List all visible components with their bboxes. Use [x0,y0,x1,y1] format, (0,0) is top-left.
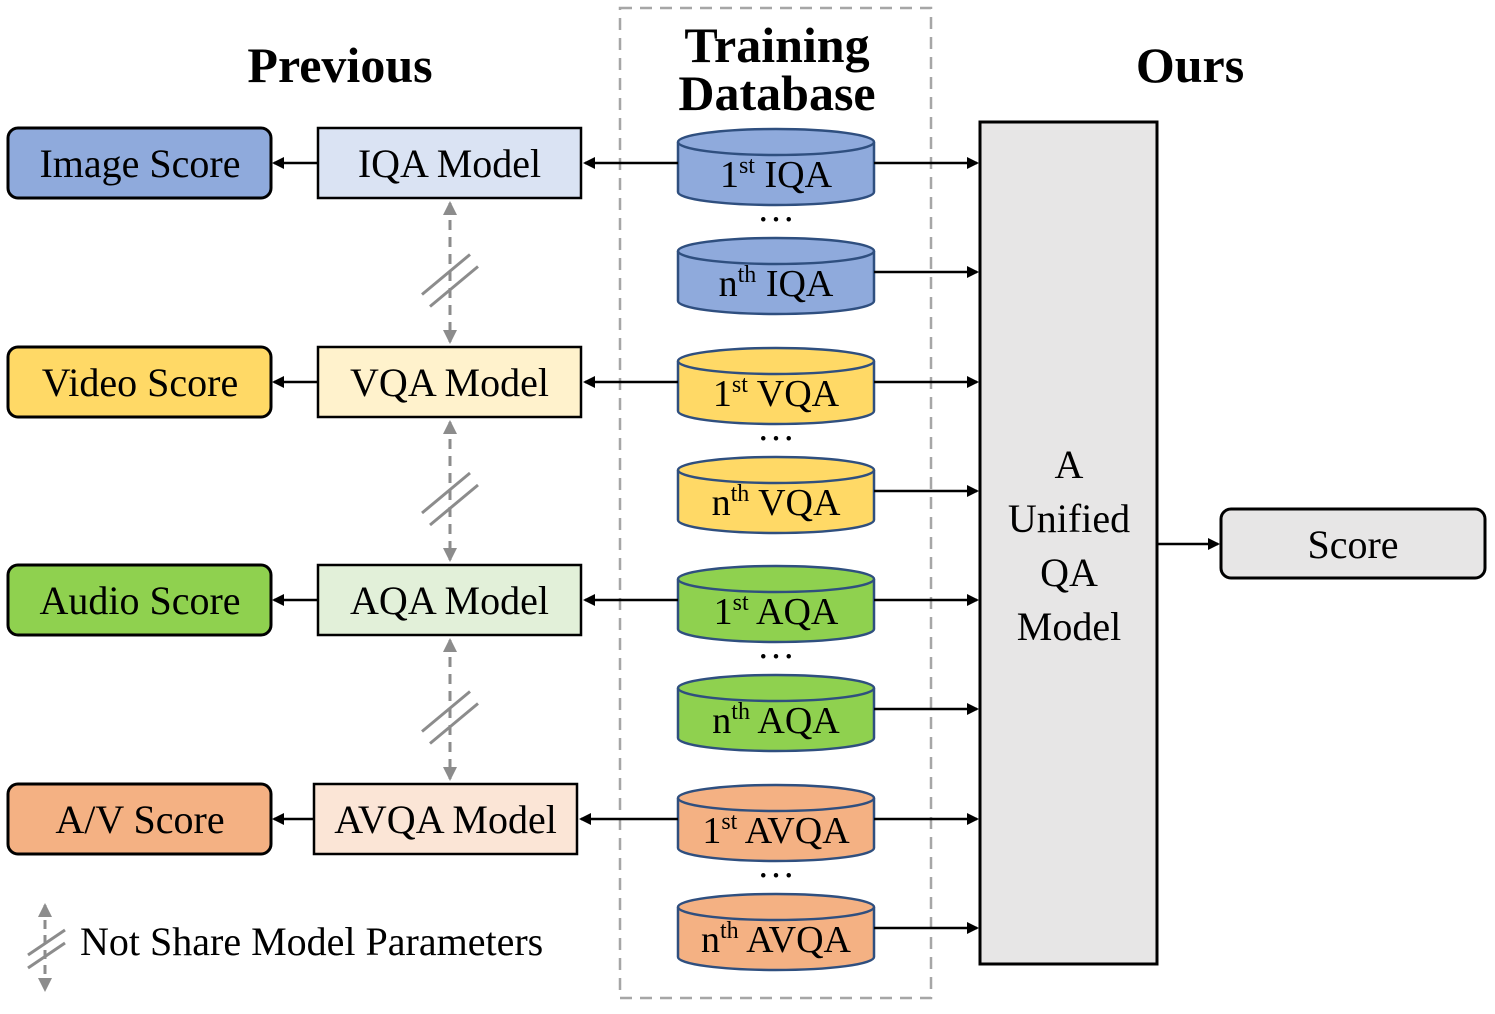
aqa-db-nth [676,673,876,753]
row-vqa: Video Score VQA Model 1st VQA… nth VQA [6,345,979,535]
vqa-score-label: Video Score [42,360,238,405]
vqa-db-nth-label: nth VQA [712,481,841,524]
aqa-model-label: AQA Model [350,578,549,623]
iqa-model-label: IQA Model [358,141,541,186]
ours-header: Ours [1136,37,1244,93]
output-score-label: Score [1307,522,1398,567]
row-avqa: A/V Score AVQA Model 1st AVQA… nth AVQA [6,782,979,972]
vqa-score-box [6,345,273,419]
not-share-parameters-arrow-3 [421,638,479,781]
aqa-score-label: Audio Score [39,578,240,623]
training-database-container [618,6,933,1000]
output-score-box [1219,507,1487,580]
iqa-score-box [6,126,273,200]
aqa-db-first [676,564,876,644]
unified-model-line-2: Unified [1008,496,1130,541]
unified-model-line-4: Model [1017,604,1121,649]
avqa-db-nth [676,892,876,972]
row-aqa: Audio Score AQA Model 1st AQA… nth AQA [6,563,979,753]
unified-qa-model-box [978,120,1159,966]
aqa-model-box [316,563,583,637]
iqa-db-first-label: 1st IQA [720,153,833,196]
avqa-db-nth-label: nth AVQA [701,918,852,961]
avqa-model-label: AVQA Model [334,797,557,842]
vqa-db-nth [676,455,876,535]
legend-text: Not Share Model Parameters [80,919,543,964]
iqa-db-first [676,127,876,207]
aqa-db-first-label: 1st AQA [714,590,839,633]
legend: Not Share Model Parameters [27,903,543,992]
not-share-parameters-arrow-2 [421,420,479,562]
unified-model-line-3: QA [1040,550,1098,595]
avqa-db-first [676,783,876,863]
avqa-db-ellipsis: … [757,844,795,886]
not-share-parameters-arrow-1 [421,201,479,344]
iqa-db-nth-label: nth IQA [719,262,834,305]
row-iqa: Image Score IQA Model 1st IQA… nth IQA [6,126,979,316]
aqa-score-box [6,563,273,637]
vqa-model-box [316,345,583,419]
iqa-score-label: Image Score [39,141,240,186]
iqa-db-ellipsis: … [757,188,795,230]
vqa-db-first-label: 1st VQA [713,372,840,415]
dashed-double-arrow-with-slash-icon [27,903,66,992]
vqa-db-first [676,346,876,426]
avqa-score-box [6,782,273,856]
aqa-db-nth-label: nth AQA [712,699,840,742]
training-database-header-line1: Training [684,17,869,73]
avqa-score-label: A/V Score [55,797,224,842]
aqa-db-ellipsis: … [757,625,795,667]
training-database-header-line2: Database [678,65,875,121]
avqa-model-box [312,782,579,856]
unified-model-line-1: A [1055,442,1084,487]
vqa-db-ellipsis: … [757,407,795,449]
vqa-model-label: VQA Model [350,360,549,405]
iqa-db-nth [676,236,876,316]
avqa-db-first-label: 1st AVQA [702,809,850,852]
previous-header: Previous [247,37,432,93]
